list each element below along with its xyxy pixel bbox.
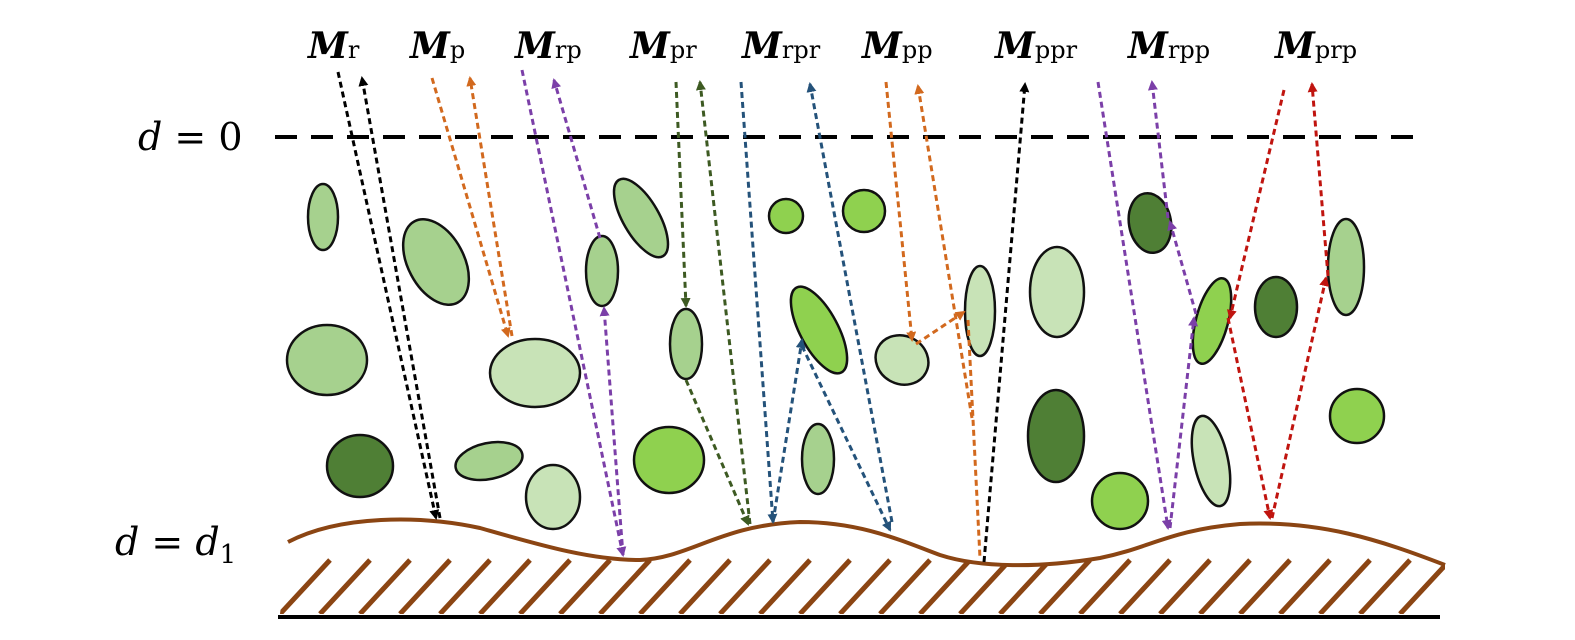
path-m-pp (884, 81, 982, 559)
path-m-rp (520, 69, 627, 557)
leaf (767, 197, 805, 235)
ground (278, 517, 1446, 619)
leaf (524, 463, 582, 531)
leaf (488, 337, 582, 409)
path-m-pr (674, 80, 752, 526)
leaf (285, 323, 369, 397)
leaf (1090, 471, 1150, 531)
leaf (841, 188, 887, 234)
leaf (306, 182, 340, 252)
leaf (612, 177, 670, 259)
leaf (584, 234, 620, 308)
depth-label-bottom: d = d1 (115, 520, 236, 570)
label-m-prp: Mprp (1273, 25, 1357, 67)
path-m-r (336, 71, 442, 520)
leaf (1191, 277, 1233, 365)
path-m-rpr (739, 81, 894, 532)
leaves (285, 177, 1386, 531)
path-m-prp (1226, 82, 1330, 520)
leaf (1127, 191, 1173, 255)
leaf (1026, 388, 1086, 484)
label-m-pp: Mpp (860, 25, 933, 67)
label-m-r: Mr (306, 25, 360, 67)
label-m-rpp: Mrpp (1126, 25, 1210, 67)
leaf (789, 285, 849, 375)
label-m-ppr: Mppr (993, 25, 1078, 67)
leaf (1028, 245, 1086, 339)
ground-surface (287, 517, 1446, 568)
depth-label-top: d = 0 (138, 115, 243, 159)
leaf (1253, 275, 1299, 339)
leaf (800, 422, 836, 496)
label-m-p: Mp (408, 25, 465, 67)
ground-hatching (280, 558, 1445, 614)
leaf (454, 440, 524, 482)
path-m-p (430, 76, 514, 338)
label-m-pr: Mpr (628, 25, 697, 67)
leaf (632, 425, 706, 495)
leaf (325, 433, 395, 499)
label-m-rpr: Mrpr (740, 25, 821, 67)
top-labels: Mr Mp Mrp Mpr Mrpr Mpp Mppr Mrpp Mprp (306, 25, 1357, 67)
leaf (1326, 217, 1366, 317)
leaf (1328, 387, 1386, 445)
leaf (1190, 414, 1232, 508)
leaf (401, 218, 471, 306)
label-m-rp: Mrp (513, 25, 582, 67)
path-m-rpp (1096, 80, 1199, 530)
leaf (668, 307, 704, 381)
